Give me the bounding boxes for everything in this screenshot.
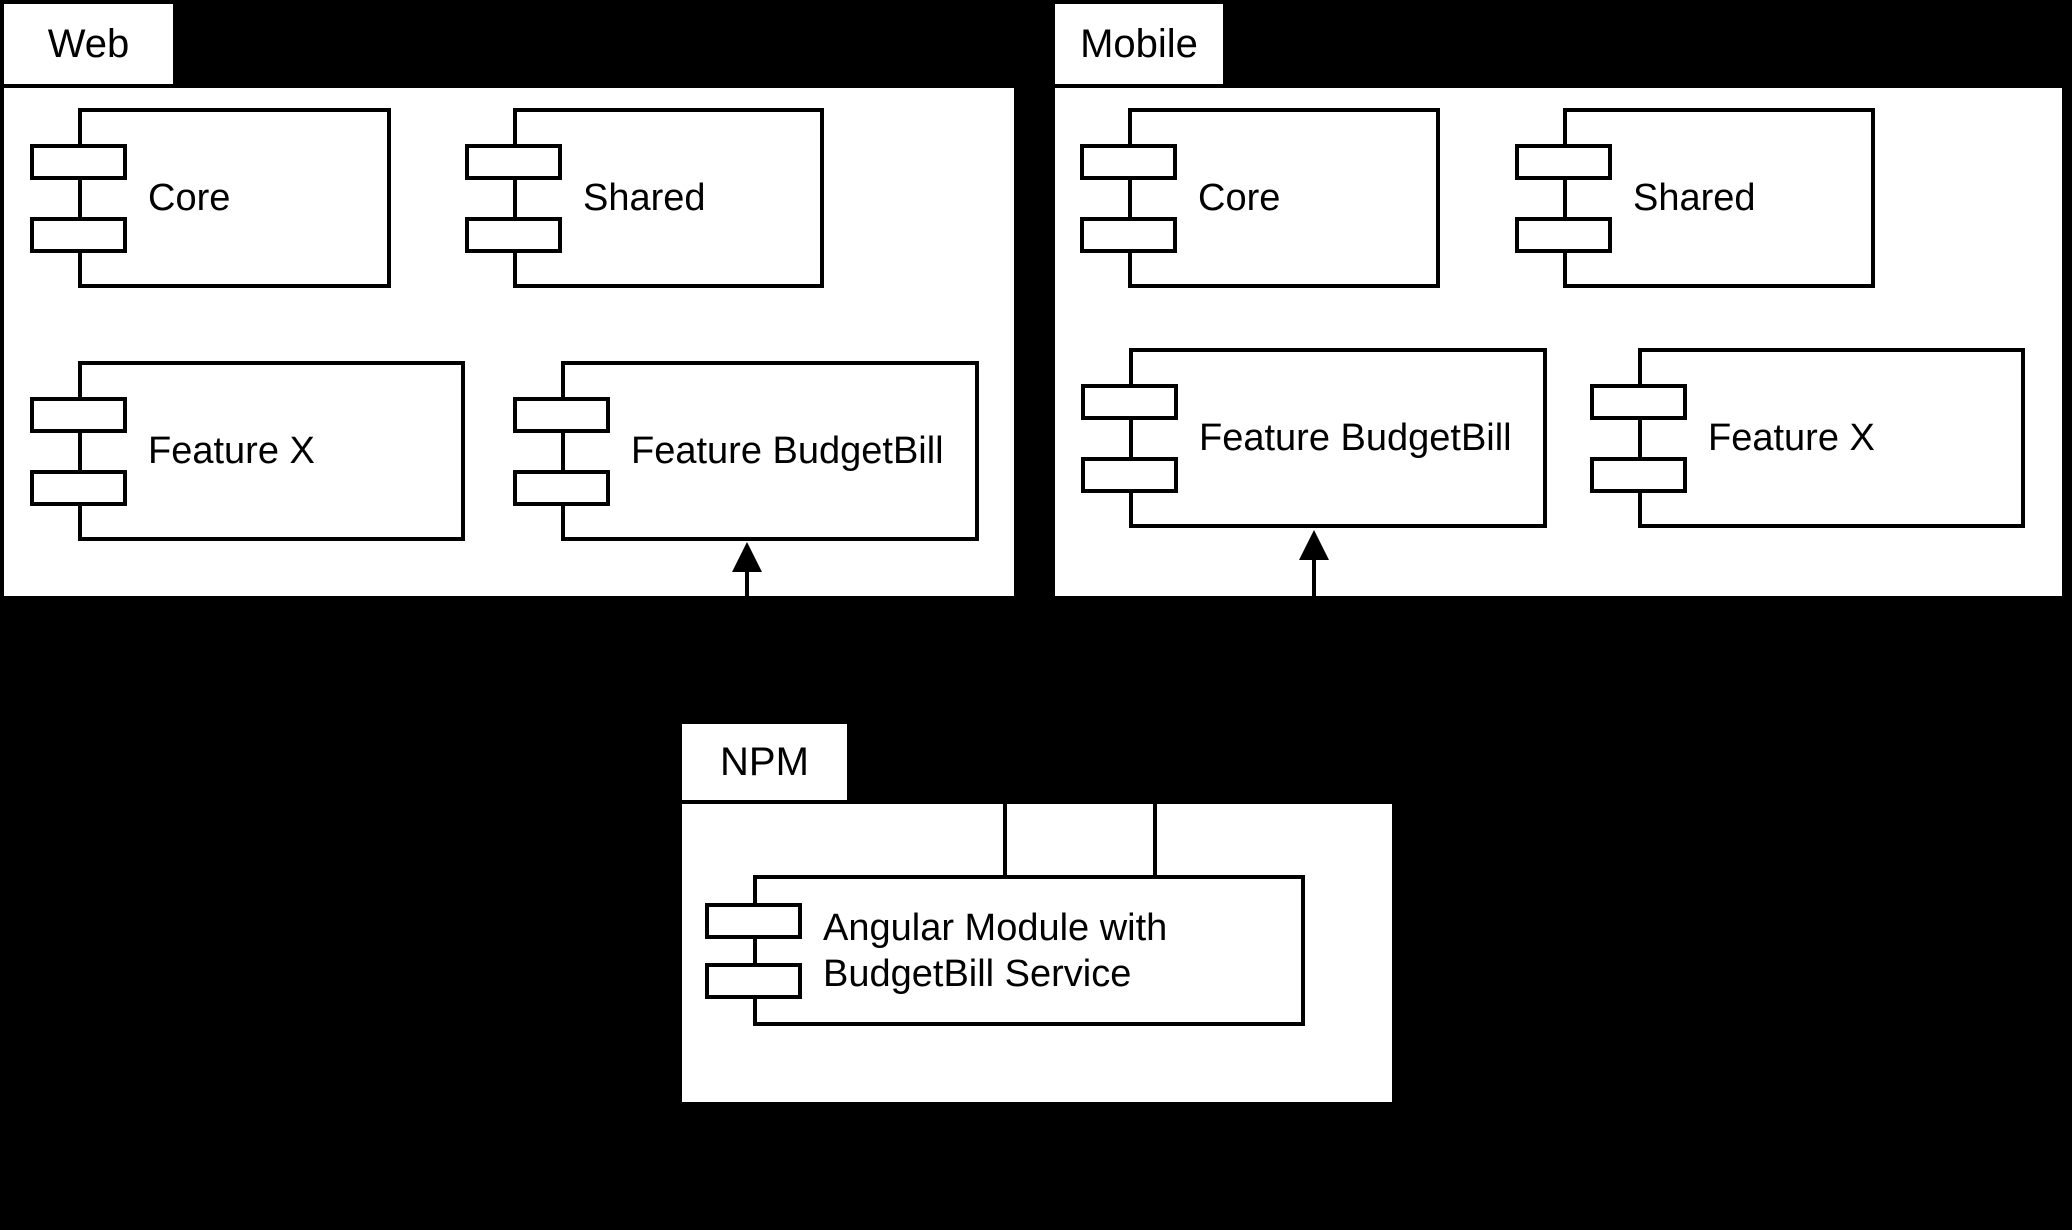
component-npm-angular-module: Angular Module with BudgetBill Service: [705, 875, 1305, 1026]
dependency-line-mobile: [1312, 554, 1316, 600]
package-npm-label: NPM: [720, 739, 809, 784]
package-mobile-label: Mobile: [1080, 21, 1198, 66]
component-tab-icon: [30, 397, 127, 433]
dependency-line-npm-to-web: [1003, 800, 1007, 877]
dependency-line-npm-to-mobile: [1153, 800, 1157, 877]
component-tab-icon: [1081, 457, 1178, 493]
component-label: Shared: [583, 177, 706, 219]
component-tab-icon: [1515, 144, 1612, 180]
component-web-core: Core: [30, 108, 391, 288]
component-label: Shared: [1633, 177, 1756, 219]
component-mobile-feature-budgetbill: Feature BudgetBill: [1081, 348, 1547, 528]
component-web-shared: Shared: [465, 108, 824, 288]
component-tab-icon: [465, 217, 562, 253]
component-label: Feature BudgetBill: [631, 430, 944, 472]
component-web-feature-budgetbill: Feature BudgetBill: [513, 361, 979, 541]
component-tab-icon: [1590, 384, 1687, 420]
component-tab-icon: [30, 217, 127, 253]
package-npm-tab: NPM: [678, 720, 851, 804]
component-tab-icon: [30, 470, 127, 506]
component-tab-icon: [705, 903, 802, 939]
component-tab-icon: [1515, 217, 1612, 253]
component-tab-icon: [1590, 457, 1687, 493]
component-mobile-core: Core: [1080, 108, 1440, 288]
component-label: Core: [148, 177, 231, 219]
component-web-feature-x: Feature X: [30, 361, 465, 541]
component-mobile-feature-x: Feature X: [1590, 348, 2025, 528]
component-tab-icon: [1080, 144, 1177, 180]
component-label: Feature BudgetBill: [1199, 417, 1512, 459]
package-web-tab: Web: [0, 0, 177, 88]
component-tab-icon: [1080, 217, 1177, 253]
component-tab-icon: [30, 144, 127, 180]
component-tab-icon: [465, 144, 562, 180]
component-tab-icon: [513, 397, 610, 433]
component-tab-icon: [705, 963, 802, 999]
component-tab-icon: [1081, 384, 1178, 420]
dependency-line-web: [745, 566, 749, 600]
component-label: Angular Module with BudgetBill Service: [823, 906, 1168, 995]
component-tab-icon: [513, 470, 610, 506]
package-mobile-tab: Mobile: [1051, 0, 1227, 88]
component-mobile-shared: Shared: [1515, 108, 1875, 288]
component-label: Feature X: [1708, 417, 1875, 459]
package-web-label: Web: [47, 21, 130, 66]
component-label: Feature X: [148, 430, 315, 472]
component-label: Core: [1198, 177, 1281, 219]
